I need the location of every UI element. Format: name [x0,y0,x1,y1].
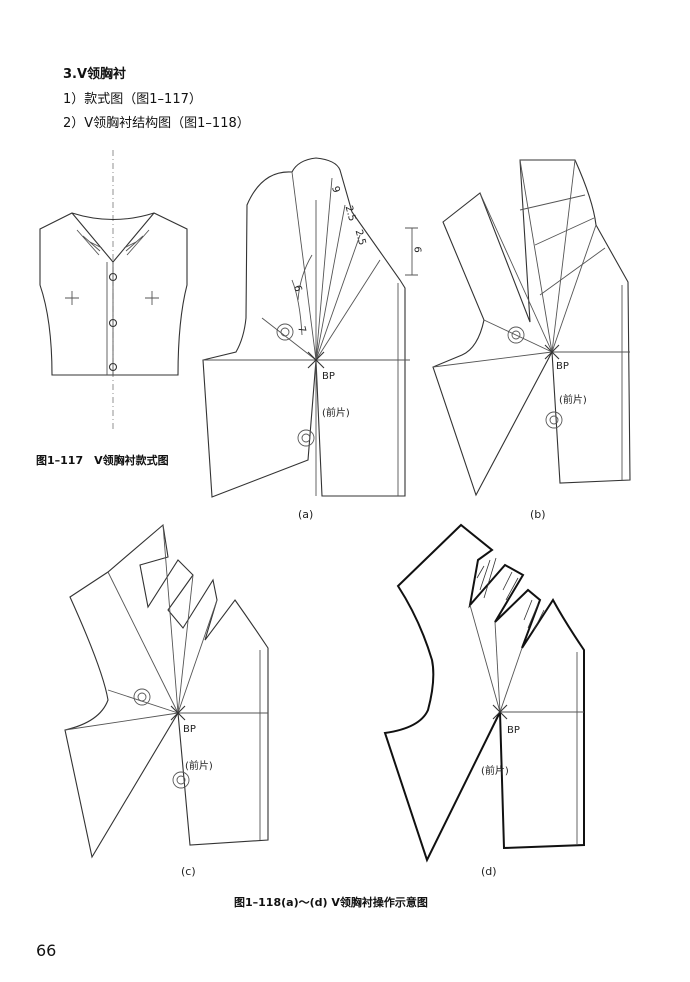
panel-a-piece-label: (前片) [322,408,350,419]
panel-a-sublabel: (a) [298,508,314,521]
panel-c-drawing [64,523,269,859]
panel-c-piece-label: (前片) [185,761,213,772]
page-number: 66 [36,941,57,960]
panel-c-sublabel: (c) [181,865,196,878]
panel-c-bp-label: BP [183,724,196,735]
list-item-style-drawing: 1）款式图（图1–117） [63,92,202,107]
panel-b-drawing [432,159,631,497]
panel-d-sublabel: (d) [481,865,497,878]
panel-d-drawing [383,523,585,863]
panel-b-piece-label: (前片) [559,395,587,406]
figure-118-caption: 图1–118(a)～(d) V领胸衬操作示意图 [234,896,428,909]
panel-b-sublabel: (b) [530,508,546,521]
style-sketch [39,150,188,430]
panel-b-bp-label: BP [556,361,569,372]
panel-a-measure-4: 6 [411,246,423,253]
panel-d-bp-label: BP [507,725,520,736]
list-item-structure-drawing: 2）V领胸衬结构图（图1–118） [63,116,250,131]
panel-a-bp-label: BP [322,371,335,382]
figure-117-caption: 图1–117 V领胸衬款式图 [36,454,169,467]
panel-a-drawing [202,157,418,498]
panel-d-piece-label: (前片) [481,766,509,777]
section-title: 3.V领胸衬 [63,67,127,82]
